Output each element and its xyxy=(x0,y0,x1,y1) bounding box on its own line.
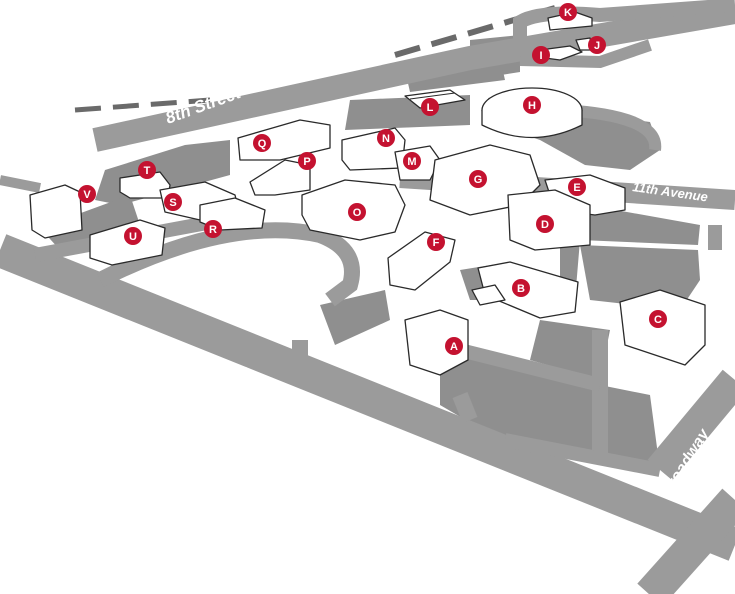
marker-G[interactable]: G xyxy=(469,170,487,188)
svg-text:K: K xyxy=(564,7,572,19)
marker-N[interactable]: N xyxy=(377,129,395,147)
marker-U[interactable]: U xyxy=(124,227,142,245)
marker-A[interactable]: A xyxy=(445,337,463,355)
svg-text:U: U xyxy=(129,231,137,243)
svg-text:D: D xyxy=(541,219,549,231)
svg-text:Q: Q xyxy=(258,138,267,150)
svg-text:V: V xyxy=(83,189,91,201)
marker-V[interactable]: V xyxy=(78,185,96,203)
marker-P[interactable]: P xyxy=(298,152,316,170)
svg-text:H: H xyxy=(528,100,536,112)
marker-D[interactable]: D xyxy=(536,215,554,233)
svg-text:G: G xyxy=(474,174,483,186)
svg-text:T: T xyxy=(144,165,151,177)
marker-M[interactable]: M xyxy=(403,152,421,170)
svg-text:L: L xyxy=(427,102,434,114)
marker-O[interactable]: O xyxy=(348,203,366,221)
svg-text:F: F xyxy=(433,237,440,249)
svg-text:S: S xyxy=(169,197,176,209)
marker-H[interactable]: H xyxy=(523,96,541,114)
marker-F[interactable]: F xyxy=(427,233,445,251)
marker-K[interactable]: K xyxy=(559,3,577,21)
svg-text:J: J xyxy=(594,40,600,52)
marker-E[interactable]: E xyxy=(568,178,586,196)
svg-text:C: C xyxy=(654,314,662,326)
buildings xyxy=(29,11,706,376)
marker-L[interactable]: L xyxy=(421,98,439,116)
svg-text:O: O xyxy=(353,207,362,219)
marker-C[interactable]: C xyxy=(649,310,667,328)
svg-text:M: M xyxy=(407,156,416,168)
marker-B[interactable]: B xyxy=(512,279,530,297)
marker-Q[interactable]: Q xyxy=(253,134,271,152)
svg-text:B: B xyxy=(517,283,525,295)
marker-S[interactable]: S xyxy=(164,193,182,211)
marker-J[interactable]: J xyxy=(588,36,606,54)
svg-text:P: P xyxy=(303,156,310,168)
marker-I[interactable]: I xyxy=(532,46,550,64)
svg-text:I: I xyxy=(539,50,542,62)
building-markers[interactable]: A B C D E F G H I J K L M N O P Q R S T … xyxy=(78,3,667,355)
svg-text:E: E xyxy=(573,182,580,194)
svg-text:R: R xyxy=(209,224,217,236)
marker-R[interactable]: R xyxy=(204,220,222,238)
svg-text:N: N xyxy=(382,133,390,145)
marker-T[interactable]: T xyxy=(138,161,156,179)
svg-text:A: A xyxy=(450,341,458,353)
